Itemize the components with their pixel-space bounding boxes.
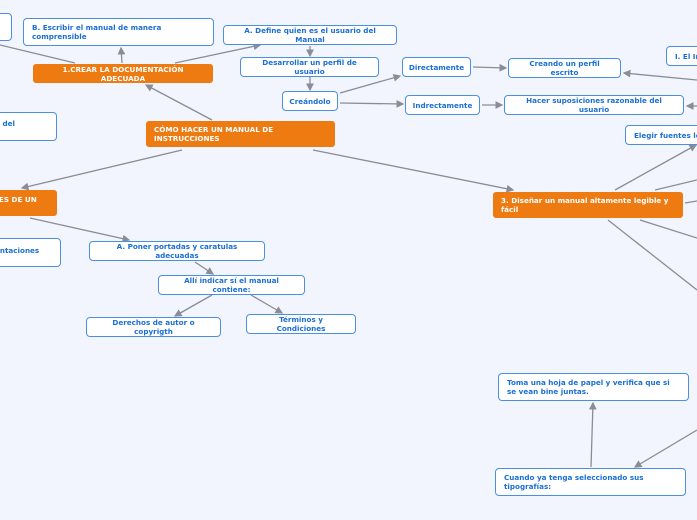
node-label: 3. Diseñar un manual altamente legible y… bbox=[501, 196, 669, 214]
node-label: Desarrollar un perfil de usuario bbox=[262, 58, 357, 76]
node-toma-hoja[interactable]: Toma una hoja de papel y verifica que si… bbox=[498, 373, 689, 401]
node-label: o del bbox=[0, 119, 15, 128]
node-hacer-suposiciones[interactable]: Hacer suposiciones razonable del usuario bbox=[504, 95, 684, 115]
node-escribir-manual[interactable]: B. Escribir el manual de manera comprens… bbox=[23, 18, 214, 46]
node-cuando-tipografias[interactable]: Cuando ya tenga seleccionado sus tipogra… bbox=[495, 468, 686, 496]
node-label: Allí indicar sí el manual contiene: bbox=[184, 276, 279, 294]
node-label: Derechos de autor o copyrigth bbox=[112, 318, 195, 336]
node-partial-orientaciones[interactable]: entaciones bbox=[0, 238, 61, 267]
node-creando-perfil-escrito[interactable]: Creando un perfil escrito bbox=[508, 58, 621, 78]
node-branch2-partial[interactable]: TES DE UN bbox=[0, 190, 57, 216]
node-crear-documentacion[interactable]: 1.CREAR LA DOCUMENTACIÓN ADECUADA bbox=[33, 64, 213, 83]
node-label: B. Escribir el manual de manera comprens… bbox=[32, 23, 162, 41]
node-label: Cuando ya tenga seleccionado sus tipogra… bbox=[504, 473, 644, 491]
node-desarrollar-perfil[interactable]: Desarrollar un perfil de usuario bbox=[240, 57, 379, 77]
node-label: Creándolo bbox=[289, 96, 331, 106]
node-label: Toma una hoja de papel y verifica que si… bbox=[507, 378, 670, 396]
node-label: entaciones bbox=[0, 246, 40, 255]
node-terminos[interactable]: Términos y Condiciones bbox=[246, 314, 356, 334]
node-label: CÓMO HACER UN MANUAL DE INSTRUCCIONES bbox=[154, 125, 274, 143]
node-label: Términos y Condiciones bbox=[276, 315, 326, 333]
node-alli-indicar[interactable]: Allí indicar sí el manual contiene: bbox=[158, 275, 305, 295]
partial-node-top-left[interactable] bbox=[0, 13, 12, 41]
node-label: A. Poner portadas y caratulas adecuadas bbox=[116, 242, 238, 260]
node-indirectamente[interactable]: Indrectamente bbox=[405, 95, 480, 115]
node-label: Directamente bbox=[408, 62, 465, 72]
node-poner-portadas[interactable]: A. Poner portadas y caratulas adecuadas bbox=[89, 241, 265, 261]
node-label: Indrectamente bbox=[412, 100, 473, 110]
node-directamente[interactable]: Directamente bbox=[402, 57, 471, 77]
node-root[interactable]: CÓMO HACER UN MANUAL DE INSTRUCCIONES bbox=[146, 121, 335, 147]
node-disenar-manual[interactable]: 3. Diseñar un manual altamente legible y… bbox=[493, 192, 683, 218]
node-derechos-autor[interactable]: Derechos de autor o copyrigth bbox=[86, 317, 221, 337]
node-creandolo[interactable]: Creándolo bbox=[282, 91, 338, 111]
node-label: TES DE UN bbox=[0, 195, 37, 204]
node-label: I. El In bbox=[675, 51, 697, 61]
node-partial-left[interactable]: o del bbox=[0, 112, 57, 141]
node-define-usuario[interactable]: A. Define quien es el usuario del Manual bbox=[223, 25, 397, 45]
node-label: Creando un perfil escrito bbox=[529, 59, 600, 77]
node-partial-i[interactable]: I. El In bbox=[666, 46, 697, 66]
node-label: Hacer suposiciones razonable del usuario bbox=[526, 96, 662, 114]
node-elegir-fuentes[interactable]: Elegir fuentes le bbox=[625, 125, 697, 145]
node-label: 1.CREAR LA DOCUMENTACIÓN ADECUADA bbox=[62, 64, 184, 83]
node-label: Elegir fuentes le bbox=[634, 130, 697, 140]
node-label: A. Define quien es el usuario del Manual bbox=[244, 26, 376, 44]
